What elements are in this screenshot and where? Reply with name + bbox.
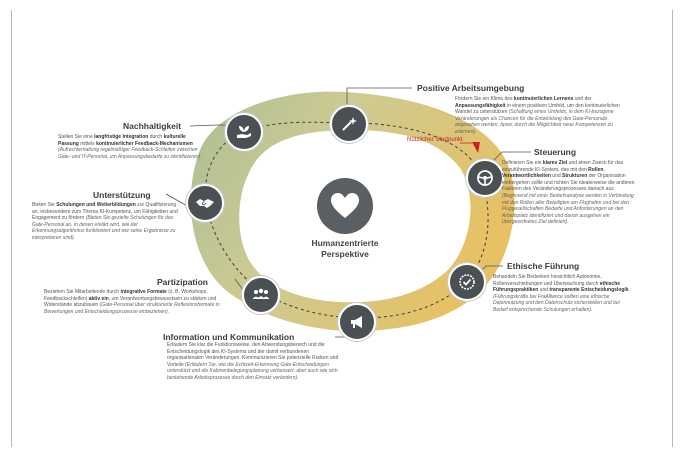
title-partizipation: Partizipation <box>157 277 209 287</box>
desc-run: Verantwortlichkeiten <box>502 173 551 180</box>
title-nachhaltigkeit: Nachhaltigkeit <box>123 121 182 131</box>
desc-run: und einen Zweck für das einzuführende KI… <box>502 160 624 173</box>
megaphone-icon <box>351 316 362 328</box>
center-title: Humanzentrierte Perspektive <box>281 238 409 260</box>
title-steuerung: Steuerung <box>534 147 577 157</box>
desc-run: der Organisation einhergehen sollte und … <box>502 173 635 193</box>
title-info: Information und Kommunikation <box>163 332 295 342</box>
desc-run: , <box>603 166 605 173</box>
desc-run: und der <box>573 96 592 102</box>
node-steuerung <box>466 159 504 197</box>
node-partizipation <box>242 276 280 314</box>
desc-run: (Aufrechterhaltung regelmäßiger Feedback… <box>58 147 202 160</box>
desc-run: kulturelle Passung <box>58 134 186 147</box>
node-nachhaltigkeit <box>225 113 263 151</box>
desc-run: integrative Formate <box>120 289 167 295</box>
desc-run: aktiv ein <box>88 295 109 302</box>
desc-run: kontinuierlichen Lernens <box>513 96 574 102</box>
desc-run: transparente Entscheidungslogik <box>549 287 629 294</box>
desc-run: zur Qualifizierung an, insbesondere zum … <box>32 202 178 222</box>
magic-wand-icon <box>342 117 357 131</box>
desc-run: Bieten Sie <box>32 202 57 208</box>
start-marker <box>472 142 480 153</box>
desc-run: Strukturen <box>562 173 588 180</box>
desc-run: kontinuierlicher Feedback-Mechanismen <box>96 140 193 147</box>
desc-run: Schulungen und Weiterbildungen <box>56 202 136 208</box>
center-node <box>317 178 373 234</box>
desc-run: und <box>550 173 563 180</box>
desc-run: (Führungskräfte bei FraAlliance sollten … <box>493 293 620 313</box>
steering-wheel-icon <box>477 170 493 186</box>
desc-run: Behandeln Sie Bedenken hinsichtlich Auto… <box>493 274 602 287</box>
desc-run: Anpassungsfähigkeit <box>455 102 506 109</box>
desc-run: Rollen <box>588 166 604 173</box>
desc-run: (Erläutern Sie, wie die Echtzeit-Erkennu… <box>167 361 338 381</box>
center-title-line1: Humanzentrierte <box>311 238 379 248</box>
desc-steuerung: Definieren Sie ein klares Ziel und einen… <box>502 160 636 226</box>
node-ethik <box>448 263 486 301</box>
desc-run: (Gate-Personal über strukturierte Reflex… <box>44 302 220 315</box>
desc-unterstuetzung: Bieten Sie Schulungen und Weiterbildunge… <box>32 202 180 242</box>
desc-run: Beziehen Sie Mitarbeitende durch <box>44 289 121 295</box>
desc-ethik: Behandeln Sie Bedenken hinsichtlich Auto… <box>493 274 635 314</box>
start-label: Nützlicher Startpunkt <box>407 137 463 143</box>
group-icon <box>252 288 270 299</box>
desc-run: Definieren Sie ein <box>502 160 543 166</box>
page-frame <box>11 10 673 447</box>
title-positive: Positive Arbeitsumgebung <box>417 83 525 93</box>
desc-run: (Bieten Sie gezielte Schulungen für das … <box>32 215 176 241</box>
desc-positive: Fördern Sie ein Klima des kontinuierlich… <box>455 96 633 136</box>
plant-in-hand-icon <box>237 126 251 138</box>
desc-run: ethische Führungspraktiken <box>493 280 621 294</box>
desc-run: Stellen Sie eine <box>58 134 95 140</box>
desc-info: Erläutern Sie klar die Funktionsweise, d… <box>167 342 343 382</box>
desc-nachhaltigkeit: Stellen Sie eine langfristige Integratio… <box>58 134 206 160</box>
desc-run: (z. B. Workshops, Feedbackschleifen) <box>44 289 208 302</box>
heart-icon <box>331 193 359 218</box>
badge-check-icon <box>459 274 475 290</box>
handshake-icon <box>196 199 214 208</box>
desc-run: Erläutern Sie klar die Funktionsweise, d… <box>167 342 339 368</box>
desc-run: in einem positiven Umfeld, um den kontin… <box>455 102 620 116</box>
title-ethik: Ethische Führung <box>507 261 580 271</box>
desc-run: und <box>538 287 550 294</box>
desc-run: durch <box>148 134 164 140</box>
desc-run: klares Ziel <box>542 160 568 166</box>
title-unterstuetzung: Unterstützung <box>93 190 151 200</box>
desc-run: (Schaffung eines Umfelds, in dem KI-bezo… <box>455 109 614 135</box>
node-unterstuetzung <box>186 184 224 222</box>
desc-run: , um Verantwortungsbewusstsein zu stärke… <box>44 295 217 309</box>
desc-run: langfristige Integration <box>94 134 149 140</box>
node-positive <box>330 105 368 143</box>
desc-run: Fördern Sie ein Klima des <box>455 96 514 102</box>
center-title-line2: Perspektive <box>321 249 369 259</box>
desc-partizipation: Beziehen Sie Mitarbeitende durch integra… <box>44 289 244 315</box>
desc-run: mittels <box>78 140 97 147</box>
desc-run: (Beginnend mit einer Bedarfsanalyse werd… <box>502 192 634 226</box>
node-info <box>338 303 376 341</box>
